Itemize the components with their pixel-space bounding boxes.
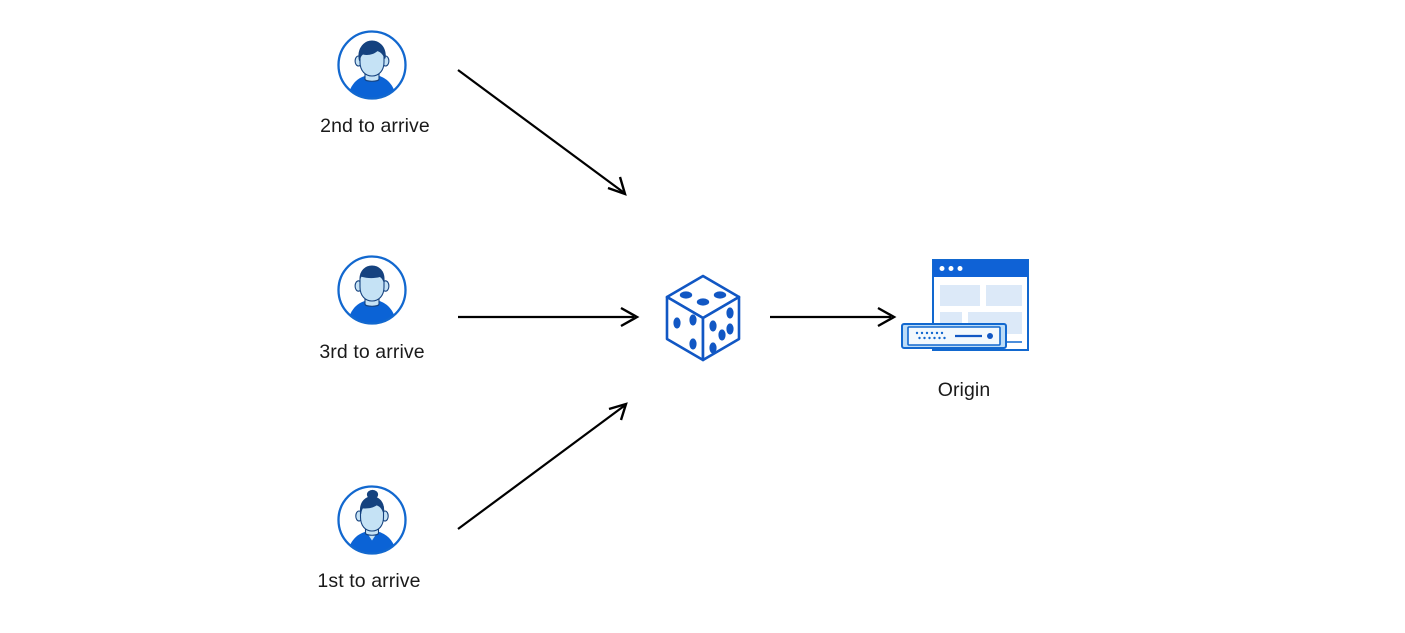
- arrow-3rd-to-dice: [458, 306, 640, 328]
- client-node-2nd[interactable]: [335, 28, 409, 102]
- arrow-dice-to-origin: [770, 306, 897, 328]
- server-appliance: [901, 323, 1007, 349]
- origin-node[interactable]: [900, 258, 1030, 356]
- user-avatar-icon: [337, 255, 407, 325]
- client-node-3rd[interactable]: [335, 253, 409, 327]
- client-label-2nd: 2nd to arrive: [320, 115, 430, 137]
- origin-label: Origin: [937, 379, 991, 401]
- client-node-1st[interactable]: [335, 483, 409, 557]
- dice-icon: [665, 274, 741, 362]
- client-label-1st: 1st to arrive: [317, 570, 421, 592]
- arrow-2nd-to-dice: [457, 69, 627, 196]
- origin-server-icon: [901, 259, 1029, 351]
- user-avatar-icon: [337, 30, 407, 100]
- load-balancer-dice-node[interactable]: [660, 272, 746, 364]
- client-label-3rd: 3rd to arrive: [319, 341, 425, 363]
- user-avatar-icon: [337, 485, 407, 555]
- arrow-1st-to-dice: [457, 402, 628, 530]
